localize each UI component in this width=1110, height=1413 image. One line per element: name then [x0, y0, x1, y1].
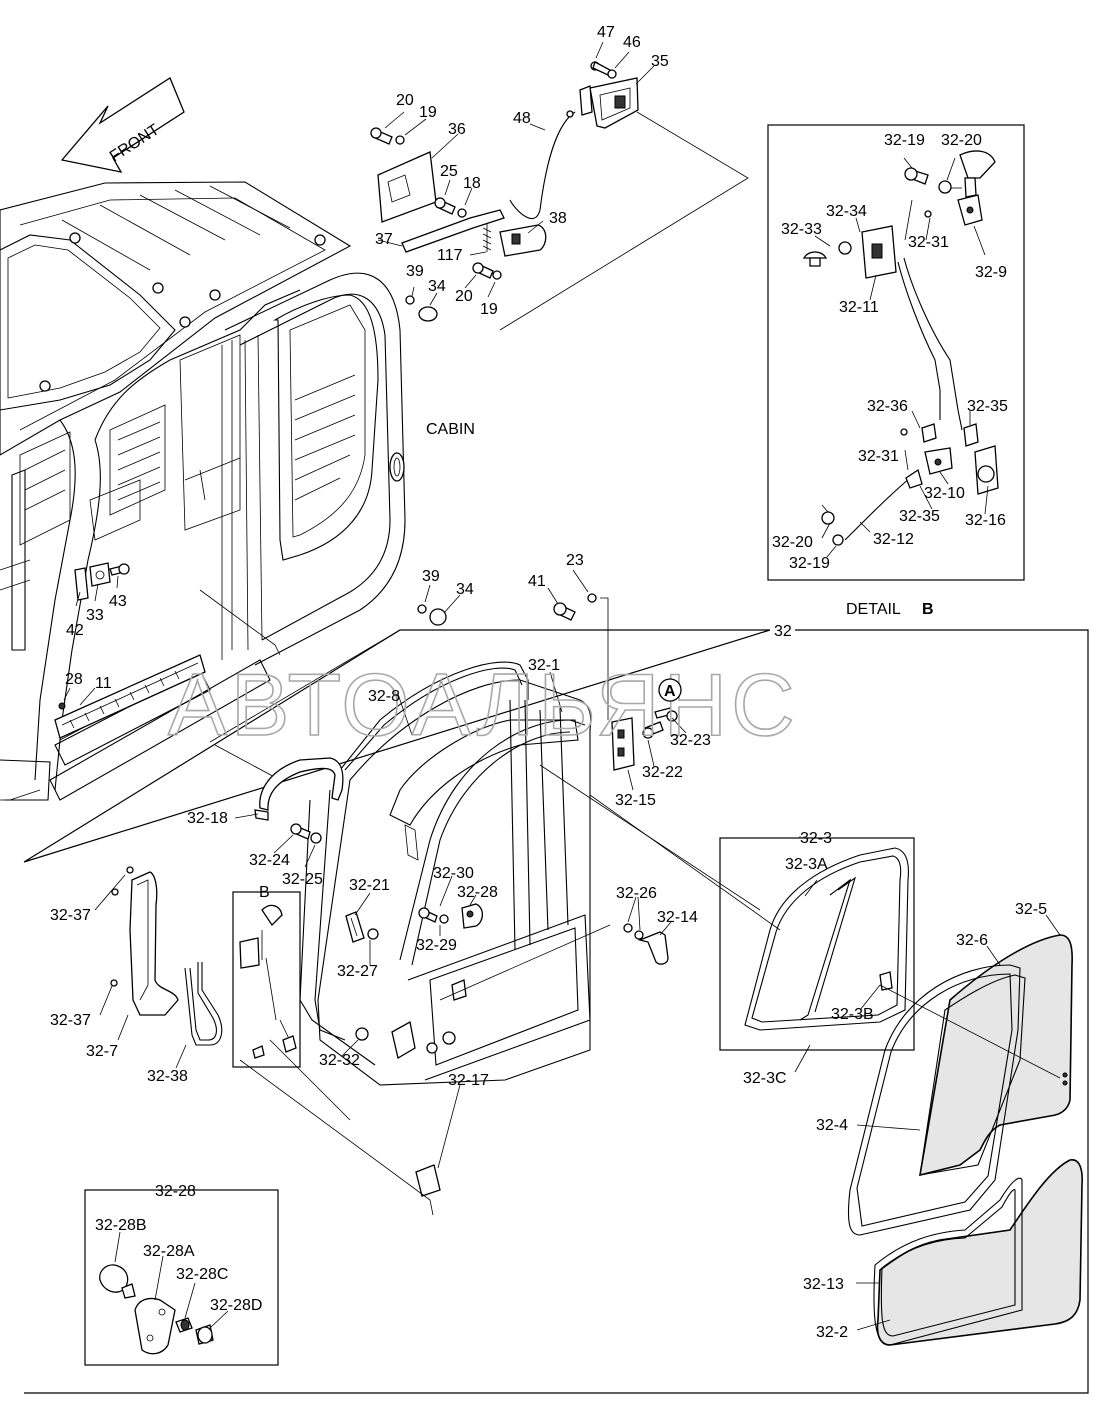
- watermark: АВТОАЛЬЯНС: [168, 655, 799, 754]
- front-arrow: FRONT: [60, 77, 185, 173]
- callout-a: A: [664, 683, 676, 700]
- label-18: 18: [463, 175, 481, 192]
- label-b-small: B: [259, 884, 270, 901]
- label-32-23: 32-23: [670, 732, 711, 749]
- cabin-frame: [0, 181, 609, 801]
- glass-panes: [847, 934, 1083, 1346]
- label-32-12: 32-12: [873, 531, 914, 548]
- label-32-30: 32-30: [433, 865, 474, 882]
- label-32-3c: 32-3C: [743, 1070, 787, 1087]
- label-32-28c: 32-28C: [176, 1266, 228, 1283]
- label-32-34: 32-34: [826, 203, 867, 220]
- label-28: 28: [65, 671, 83, 688]
- label-32-7: 32-7: [86, 1043, 118, 1060]
- label-32-24: 32-24: [249, 852, 290, 869]
- label-32-20-low: 32-20: [772, 534, 813, 551]
- label-23: 23: [566, 552, 584, 569]
- callout-a-circle: [658, 678, 682, 702]
- label-32-19-low: 32-19: [789, 555, 830, 572]
- label-32-31-top: 32-31: [908, 234, 949, 251]
- label-32-38: 32-38: [147, 1068, 188, 1085]
- cabin-label: CABIN: [426, 421, 475, 438]
- label-32-13: 32-13: [803, 1276, 844, 1293]
- label-32-31-low: 32-31: [858, 448, 899, 465]
- knob-box-32-28: [84, 1189, 279, 1366]
- label-46: 46: [623, 34, 641, 51]
- label-47: 47: [597, 24, 615, 41]
- door-group-box: [23, 589, 1089, 1394]
- label-32-35-low: 32-35: [899, 508, 940, 525]
- label-33: 33: [86, 607, 104, 624]
- label-32-26: 32-26: [616, 885, 657, 902]
- label-36: 36: [448, 121, 466, 138]
- label-32-35-top: 32-35: [967, 398, 1008, 415]
- label-32-17: 32-17: [448, 1072, 489, 1089]
- label-32-22: 32-22: [642, 764, 683, 781]
- label-32-6: 32-6: [956, 932, 988, 949]
- left-parts: [110, 866, 301, 1068]
- label-32-11: 32-11: [839, 299, 879, 316]
- label-32-28d: 32-28D: [210, 1297, 262, 1314]
- label-32-20: 32-20: [941, 132, 982, 149]
- label-32-4: 32-4: [816, 1117, 848, 1134]
- label-42: 42: [66, 622, 84, 639]
- label-39-mid: 39: [422, 568, 440, 585]
- label-32-10: 32-10: [924, 485, 965, 502]
- label-32-28-box: 32-28: [155, 1183, 196, 1200]
- label-20-top: 20: [396, 92, 414, 109]
- label-32-16: 32-16: [965, 512, 1006, 529]
- label-32-2: 32-2: [816, 1324, 848, 1341]
- label-32-36: 32-36: [867, 398, 908, 415]
- label-37: 37: [375, 231, 393, 248]
- label-32: 32: [774, 623, 792, 640]
- label-39-top: 39: [406, 263, 424, 280]
- part-labels: 47 46 35 48 20 19 36 25 18 38 37 117 39 …: [50, 24, 1047, 1341]
- latch-assembly: [370, 61, 749, 331]
- glass-box-32-3: [719, 837, 915, 1051]
- label-41: 41: [528, 573, 546, 590]
- label-48: 48: [513, 110, 531, 127]
- leader-lines: [63, 41, 1061, 1331]
- label-32-37-low: 32-37: [50, 1012, 91, 1029]
- detail-b-box: DETAIL B: [767, 124, 1025, 618]
- label-32-29: 32-29: [416, 937, 457, 954]
- detail-b-letter: B: [922, 601, 934, 618]
- door-panel: [239, 661, 781, 1216]
- label-38: 38: [549, 210, 567, 227]
- label-32-32: 32-32: [319, 1052, 360, 1069]
- label-32-3b: 32-3B: [831, 1006, 874, 1023]
- label-25: 25: [440, 163, 458, 180]
- label-32-5: 32-5: [1015, 901, 1047, 918]
- detail-b-title: DETAIL: [846, 601, 901, 618]
- label-32-8: 32-8: [368, 688, 400, 705]
- label-35: 35: [651, 53, 669, 70]
- label-32-28b: 32-28B: [95, 1217, 147, 1234]
- label-32-21: 32-21: [349, 877, 390, 894]
- label-32-37-top: 32-37: [50, 907, 91, 924]
- label-32-14: 32-14: [657, 909, 698, 926]
- label-32-28: 32-28: [457, 884, 498, 901]
- label-32-3: 32-3: [800, 830, 832, 847]
- label-32-9: 32-9: [975, 264, 1007, 281]
- label-32-15: 32-15: [615, 792, 656, 809]
- label-19-low: 19: [480, 301, 498, 318]
- label-32-25: 32-25: [282, 871, 323, 888]
- label-34-top: 34: [428, 278, 446, 295]
- label-32-28a: 32-28A: [143, 1243, 195, 1260]
- label-20-low: 20: [455, 288, 473, 305]
- label-32-18: 32-18: [187, 810, 228, 827]
- label-34-mid: 34: [456, 581, 474, 598]
- label-19-top: 19: [419, 104, 437, 121]
- label-32-19: 32-19: [884, 132, 925, 149]
- label-32-27: 32-27: [337, 963, 378, 980]
- label-11: 11: [95, 675, 112, 692]
- label-43: 43: [109, 593, 127, 610]
- label-32-33: 32-33: [781, 221, 822, 238]
- label-32-1: 32-1: [528, 657, 560, 674]
- label-117: 117: [437, 247, 463, 264]
- label-32-3a: 32-3A: [785, 856, 828, 873]
